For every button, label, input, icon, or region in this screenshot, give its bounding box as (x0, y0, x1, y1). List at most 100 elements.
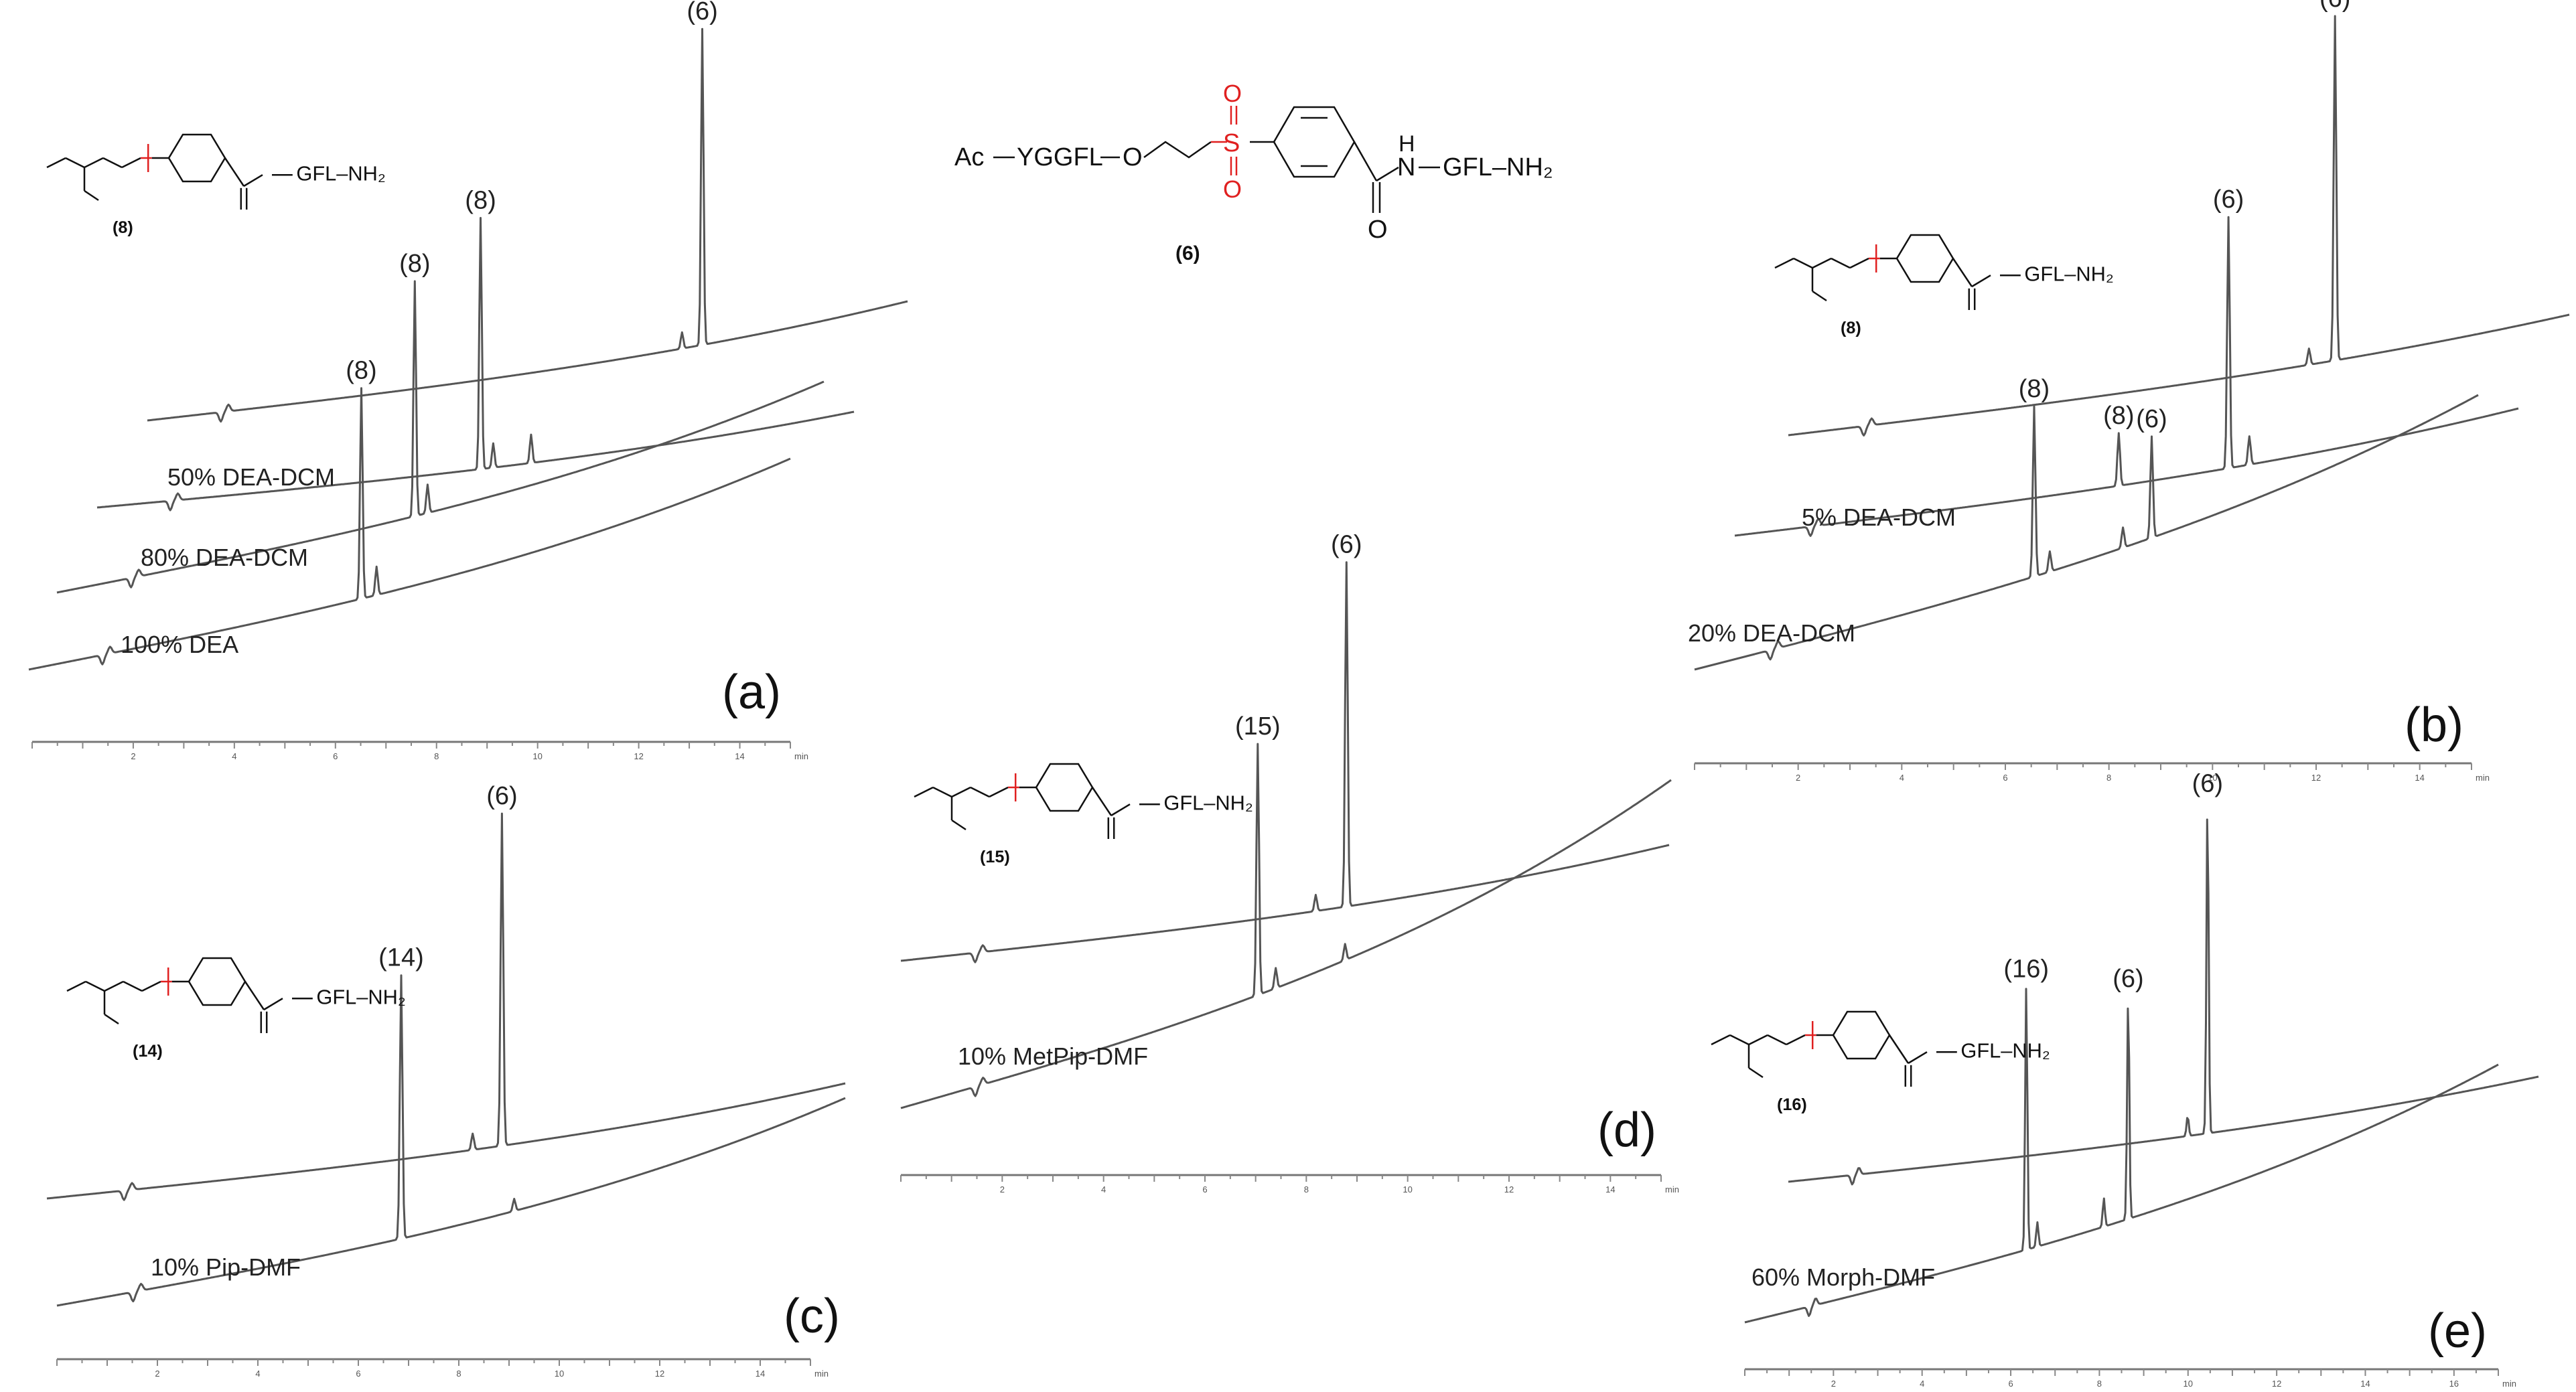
peak-label: (6) (2319, 0, 2350, 13)
x-tick-label: 4 (1101, 1184, 1106, 1194)
inset-bond (1774, 257, 1794, 269)
mol-chain (1143, 141, 1212, 159)
mol-bond (1353, 141, 1378, 181)
inset-bond (102, 157, 123, 169)
inset-bond (1711, 1034, 1731, 1046)
x-axis-unit: min (814, 1369, 829, 1379)
inset-bond (104, 980, 124, 992)
mol-h-text: H (1399, 131, 1415, 157)
inset-bond (1767, 1034, 1787, 1046)
x-tick-label: 16 (2449, 1379, 2459, 1389)
inset-compound-label: (15) (980, 848, 1010, 866)
x-tick-label: 14 (735, 751, 744, 761)
panel-label: (c) (784, 1290, 840, 1343)
x-tick-label: 4 (1900, 773, 1904, 783)
x-tick-label: 6 (1202, 1184, 1207, 1194)
inset-bond (224, 157, 245, 187)
condition-label: 60% Morph-DMF (1751, 1263, 1935, 1291)
x-tick-label: 12 (1504, 1184, 1514, 1194)
x-tick-label: 6 (2003, 773, 2007, 783)
inset-bond (951, 786, 971, 798)
panel-label: (b) (2405, 698, 2463, 752)
x-tick-label: 10 (555, 1369, 564, 1379)
x-tick-label: 12 (2272, 1379, 2281, 1389)
mol-bond (1376, 166, 1399, 182)
chromatogram-trace (1788, 15, 2570, 437)
inset-bond (84, 157, 104, 169)
mol-tail-text: GFL–NH₂ (1443, 153, 1553, 181)
x-tick-label: 8 (2106, 773, 2111, 783)
condition-label: 50% DEA-DCM (167, 463, 335, 491)
chromatogram-trace (56, 280, 825, 594)
peak-label: (6) (486, 782, 517, 810)
chromatogram-trace (1694, 394, 2479, 671)
inset-benzene-ring (1035, 763, 1094, 812)
x-tick-label: 14 (756, 1369, 765, 1379)
inset-bond (84, 189, 99, 202)
inset-benzene-ring (1832, 1010, 1891, 1060)
x-tick-label: 12 (2311, 773, 2321, 783)
x-axis-unit: min (2502, 1379, 2516, 1389)
x-tick-label: 10 (1403, 1184, 1412, 1194)
x-tick-label: 10 (2184, 1379, 2193, 1389)
inset-bond (914, 786, 934, 798)
inset-bond (1971, 275, 1991, 288)
chromatogram-trace (900, 561, 1670, 963)
mol-compound-label: (6) (1175, 242, 1200, 264)
inset-bond (1812, 257, 1832, 269)
peak-label: (6) (2192, 770, 2223, 798)
chromatogram-trace (1788, 818, 2539, 1186)
chromatogram-trace (56, 974, 846, 1307)
x-tick-label: 8 (2097, 1379, 2102, 1389)
inset-bond (123, 980, 143, 992)
inset-bond (121, 157, 141, 169)
mol-o-text: O (1123, 143, 1143, 171)
peak-label: (6) (2113, 965, 2143, 993)
x-tick-label: 8 (434, 751, 439, 761)
mol-ac-text: Ac (954, 143, 984, 171)
central-structure-6: Ac YGGFL O S O O O N H (954, 80, 1553, 264)
peak-label: (8) (399, 250, 430, 278)
peak-label: (8) (346, 357, 376, 385)
inset-bond (243, 174, 263, 187)
inset-tail-text: GFL–NH₂ (2024, 262, 2113, 286)
x-tick-label: 8 (456, 1369, 461, 1379)
inset-bond (1952, 258, 1973, 287)
x-tick-label: 8 (1304, 1184, 1309, 1194)
inset-compound-label: (8) (113, 218, 133, 237)
chromatogram-trace (96, 217, 855, 512)
chromatogram-trace (147, 27, 908, 423)
x-tick-label: 12 (655, 1369, 664, 1379)
mol-oxygen-bottom: O (1223, 175, 1242, 203)
inset-bond (65, 157, 85, 169)
condition-label: 100% DEA (121, 631, 238, 658)
inset-bond (1831, 257, 1851, 269)
inset-compound-label: (16) (1777, 1095, 1807, 1114)
inset-bond (1849, 257, 1869, 269)
inset-tail-text: GFL–NH₂ (296, 162, 385, 185)
x-tick-label: 4 (255, 1369, 260, 1379)
inset-benzene-ring (188, 957, 246, 1006)
inset-bond (1729, 1034, 1749, 1046)
peak-label: (8) (465, 187, 496, 215)
chromatogram-trace (46, 812, 846, 1201)
inset-compound-label: (8) (1841, 319, 1861, 337)
condition-label: 10% MetPip-DMF (958, 1042, 1148, 1070)
x-tick-label: 2 (131, 751, 135, 761)
inset-tail-text: GFL–NH₂ (1960, 1039, 2050, 1063)
inset-bond (1091, 787, 1113, 816)
inset-bond (66, 980, 86, 992)
inset-bond (951, 819, 967, 831)
peak-label: (6) (687, 0, 717, 25)
x-tick-label: 6 (2008, 1379, 2013, 1389)
inset-bond (104, 1013, 119, 1025)
chromatogram-trace (1744, 988, 2499, 1324)
condition-label: 5% DEA-DCM (1802, 504, 1956, 531)
peak-label: (6) (1331, 531, 1362, 559)
chromatogram-trace (28, 387, 791, 671)
condition-label: 10% Pip-DMF (151, 1253, 301, 1281)
